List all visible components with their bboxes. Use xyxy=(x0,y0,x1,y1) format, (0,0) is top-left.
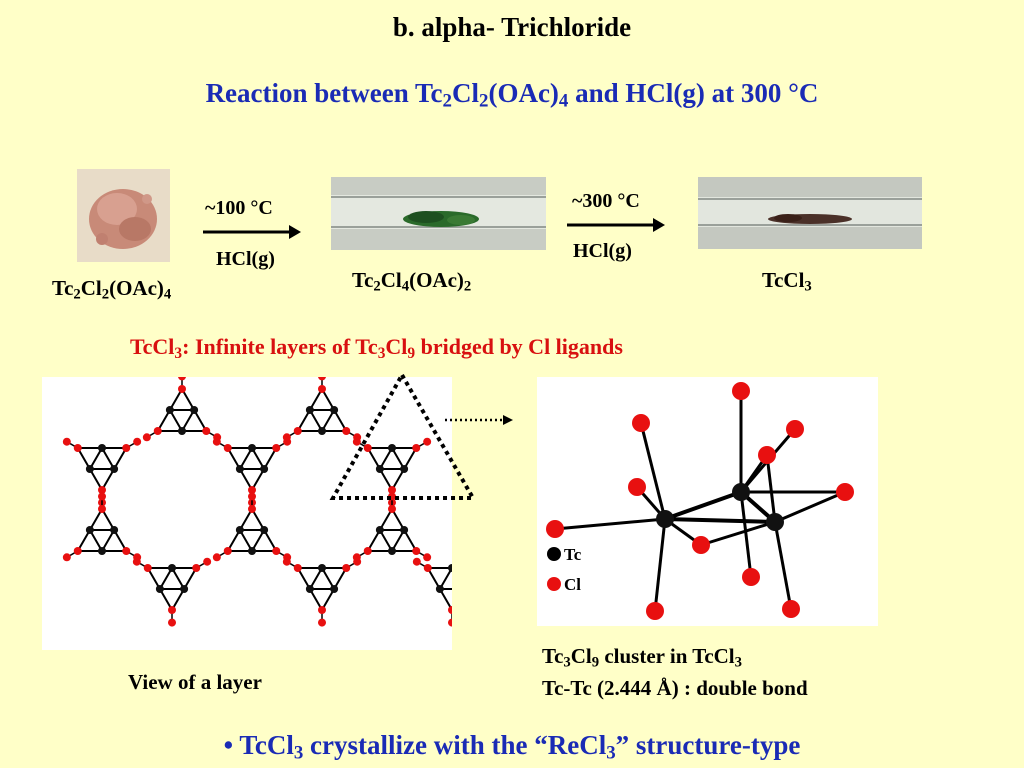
layer-title: TcCl3: Infinite layers of Tc3Cl9 bridged… xyxy=(130,334,623,362)
tc3cl9-unit xyxy=(132,557,212,627)
step1-temperature: ~100 °C xyxy=(205,197,273,219)
cl-atom xyxy=(758,446,776,464)
cl-atom xyxy=(546,520,564,538)
tc3cl9-unit xyxy=(212,492,292,562)
tc-dot-icon xyxy=(547,547,561,561)
step2-temperature: ~300 °C xyxy=(572,190,640,212)
cl-atom xyxy=(786,420,804,438)
footer-bullet: • TcCl3 crystallize with the “ReCl3” str… xyxy=(223,730,801,764)
layer-caption: View of a layer xyxy=(128,670,262,694)
cl-atom xyxy=(782,600,800,618)
legend-item-tc: Tc xyxy=(547,545,581,565)
tc-atom xyxy=(732,483,750,501)
cl-atom xyxy=(646,602,664,620)
reactant-label: Tc2Cl2(OAc)4 xyxy=(52,276,172,303)
cl-atom xyxy=(742,568,760,586)
reactant-photo xyxy=(77,169,170,262)
tc3cl9-unit xyxy=(212,437,292,507)
tc3cl9-unit xyxy=(352,437,432,507)
cluster-view: Tc Cl xyxy=(537,377,878,626)
legend: Tc Cl xyxy=(547,545,581,595)
cl-atom xyxy=(836,483,854,501)
zoom-arrow xyxy=(445,415,513,425)
step1-arrow xyxy=(203,225,301,239)
cl-atom xyxy=(732,382,750,400)
layer-view xyxy=(42,377,452,650)
tc3cl9-unit xyxy=(352,492,432,562)
cl-atom xyxy=(628,478,646,496)
tc3cl9-unit xyxy=(62,492,142,562)
product-photo xyxy=(698,177,922,249)
intermediate-label: Tc2Cl4(OAc)2 xyxy=(352,268,472,295)
tc3cl9-unit xyxy=(412,557,452,627)
cl-atom xyxy=(692,536,710,554)
tc3cl9-unit xyxy=(282,557,362,627)
step2-reagent: HCl(g) xyxy=(573,240,632,262)
cl-dot-icon xyxy=(547,577,561,591)
bond-caption: Tc-Tc (2.444 Å) : double bond xyxy=(542,676,808,700)
cluster-caption: Tc3Cl9 cluster in TcCl3 xyxy=(542,644,742,671)
step2-arrow xyxy=(567,218,665,232)
selection-triangle xyxy=(329,370,477,500)
cl-atom xyxy=(632,414,650,432)
legend-item-cl: Cl xyxy=(547,575,581,595)
tc-atom xyxy=(766,513,784,531)
tc3cl9-unit xyxy=(142,377,222,442)
slide-title: b. alpha- Trichloride xyxy=(392,12,632,42)
product-label: TcCl3 xyxy=(762,268,812,295)
reaction-title: Reaction between Tc2Cl2(OAc)4 and HCl(g)… xyxy=(205,78,819,112)
step1-reagent: HCl(g) xyxy=(216,248,275,270)
tc-atom xyxy=(656,510,674,528)
intermediate-photo xyxy=(331,177,546,250)
tc3cl9-unit xyxy=(62,437,142,507)
